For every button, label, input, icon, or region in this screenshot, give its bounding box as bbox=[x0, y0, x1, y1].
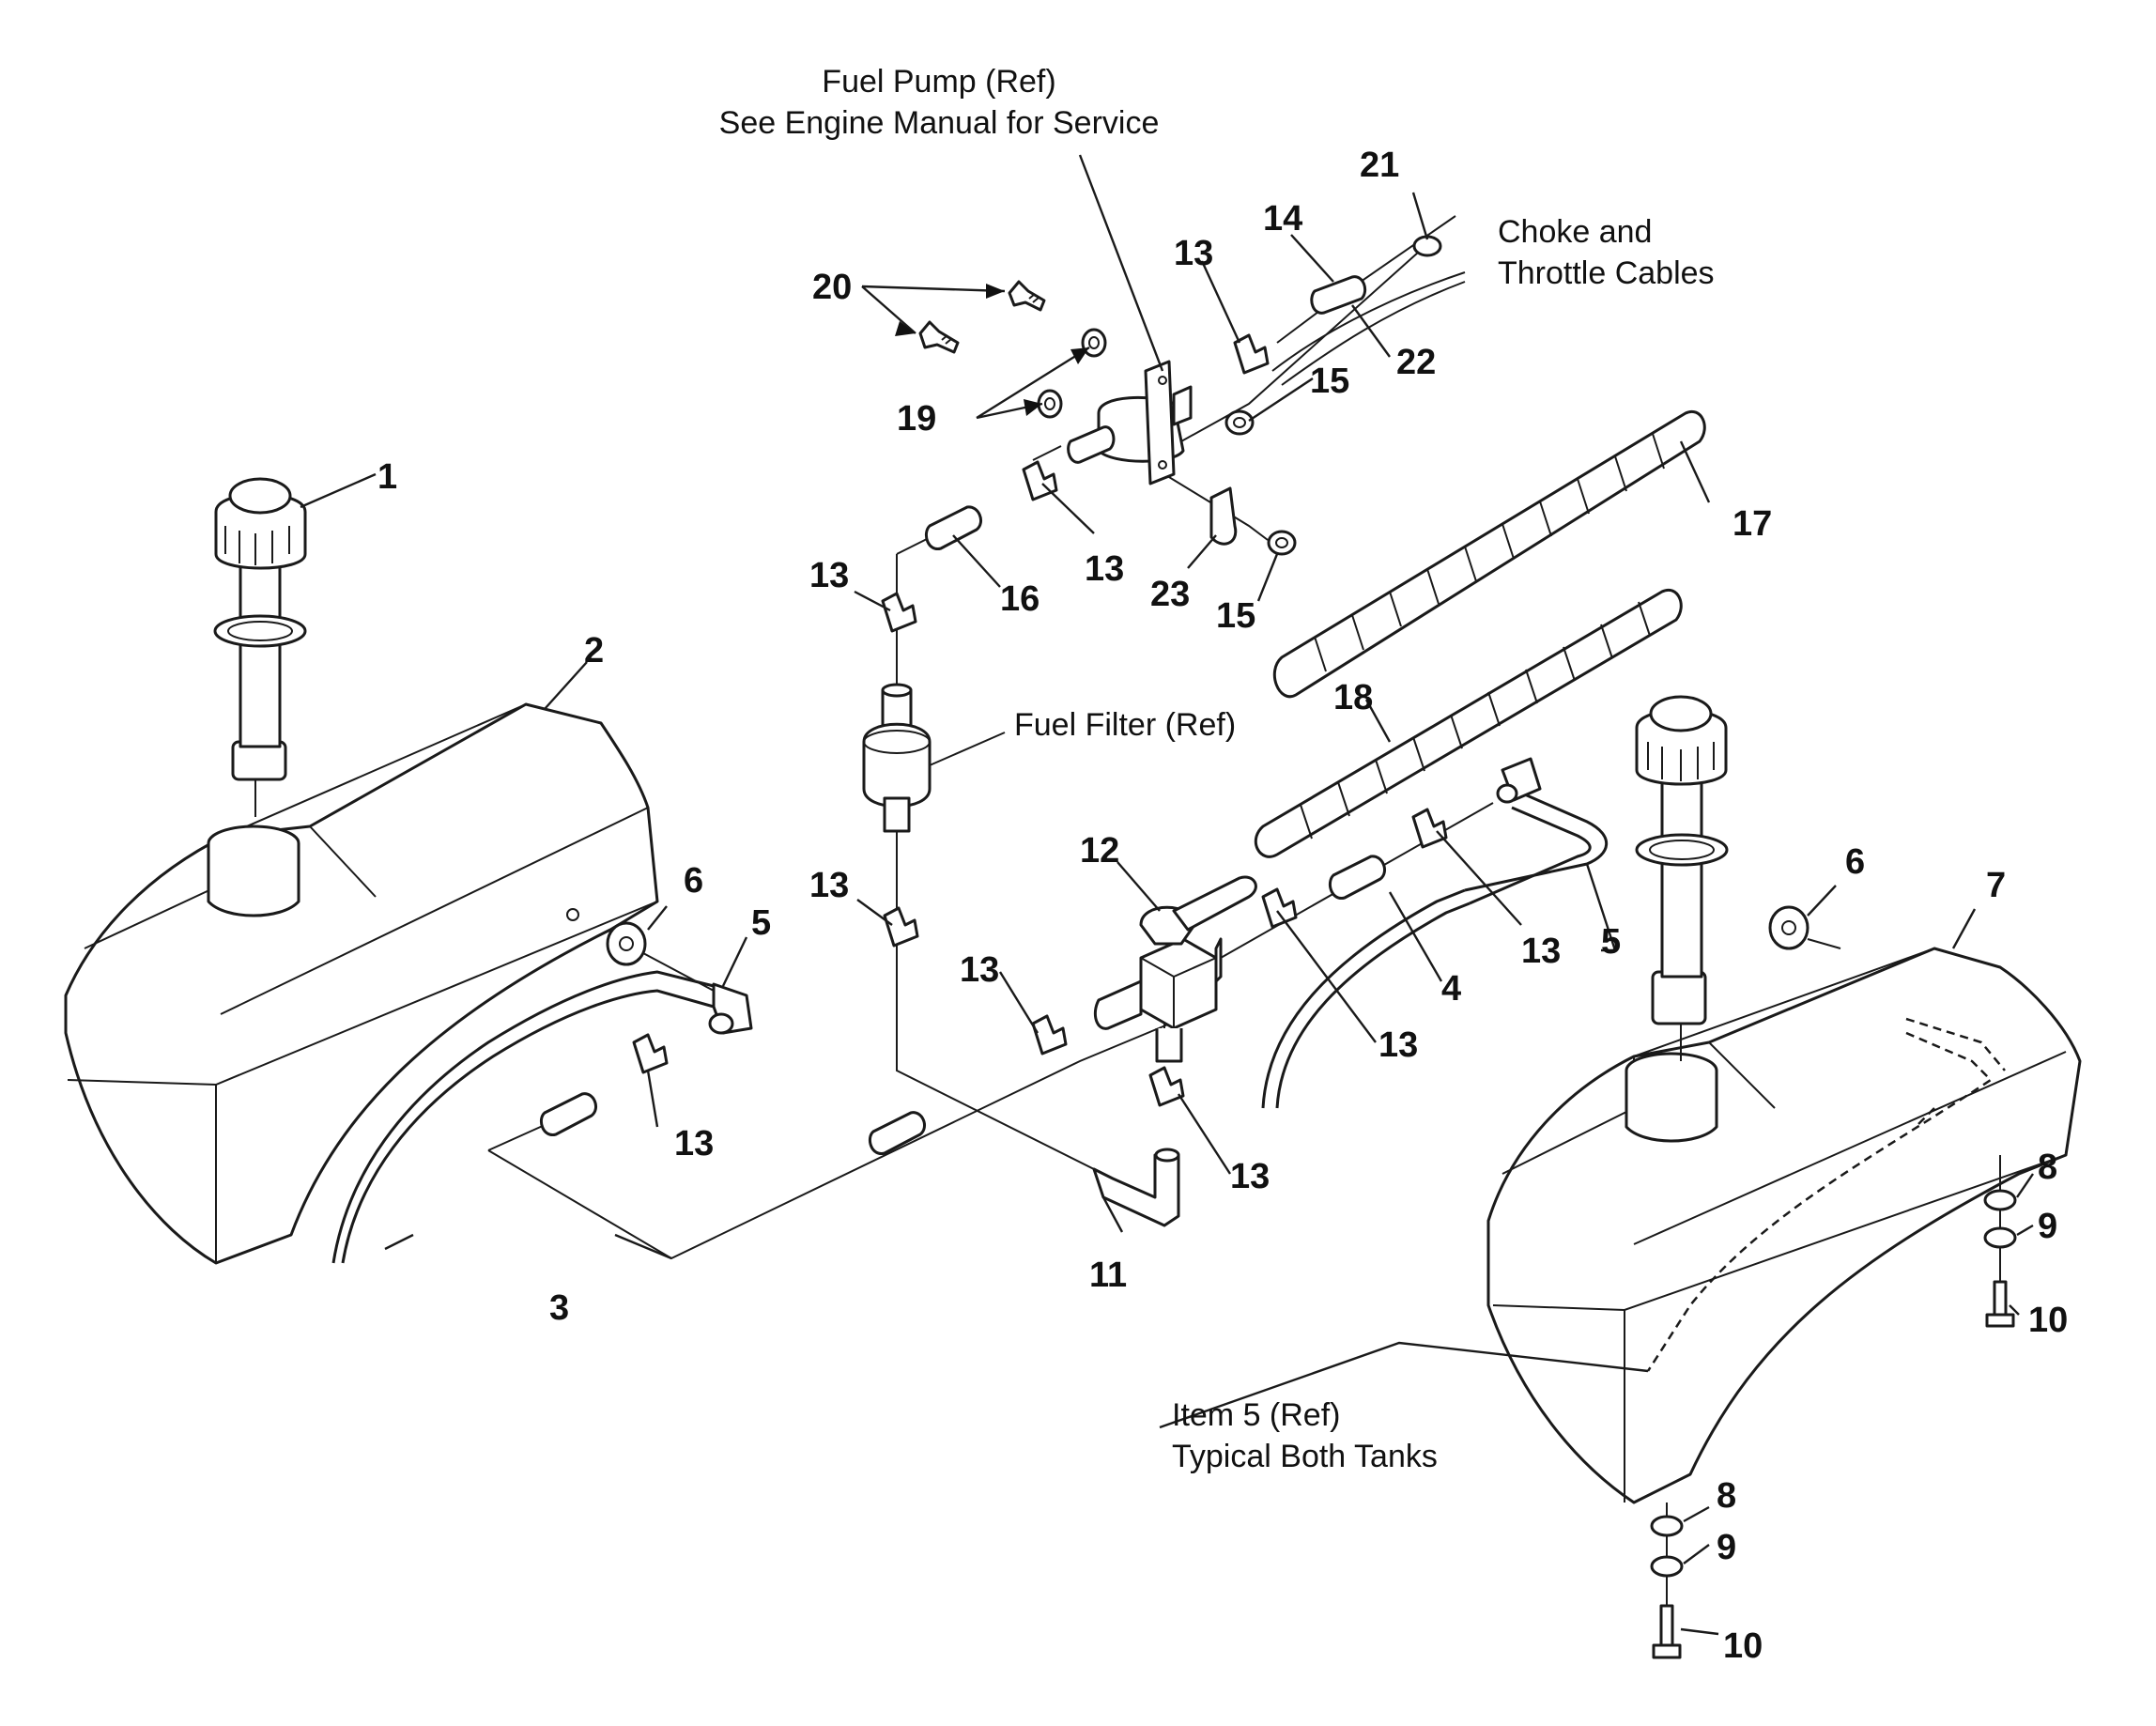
hose-segment-left bbox=[540, 1092, 597, 1136]
callout-12: 12 bbox=[1080, 831, 1119, 871]
leader-arrowheads bbox=[895, 284, 1089, 416]
tank-mount-hardware-upper bbox=[1983, 1155, 2017, 1328]
callout-13-g: 13 bbox=[1521, 932, 1561, 971]
fuel-pump-note-line2: See Engine Manual for Service bbox=[719, 105, 1160, 141]
tank-mount-hardware-lower bbox=[1650, 1503, 1684, 1659]
elbow-fitting bbox=[1092, 1148, 1180, 1227]
grommet-left bbox=[606, 921, 715, 992]
item5-note-line1: Item 5 (Ref) bbox=[1172, 1397, 1340, 1433]
spiral-wrap-18 bbox=[1254, 588, 1683, 858]
hose-segment-4 bbox=[1329, 855, 1386, 900]
screw-lower bbox=[918, 320, 960, 354]
fuel-filter-note: Fuel Filter (Ref) bbox=[1014, 707, 1236, 743]
callout-14: 14 bbox=[1263, 199, 1302, 239]
callout-13-c: 13 bbox=[960, 950, 999, 990]
callout-18: 18 bbox=[1333, 678, 1373, 717]
hose-segment-center bbox=[869, 1111, 926, 1155]
hose-clamp-a bbox=[881, 592, 917, 633]
right-filler-neck-and-cap bbox=[1635, 695, 1729, 1061]
callout-10-upper: 10 bbox=[2028, 1301, 2068, 1340]
callout-13-d: 13 bbox=[1230, 1157, 1270, 1196]
callout-7: 7 bbox=[1986, 866, 2006, 905]
right-tank-pickup-hose bbox=[1261, 757, 1609, 1109]
callout-13-e: 13 bbox=[674, 1124, 714, 1164]
choke-cables-note-line2: Throttle Cables bbox=[1498, 255, 1715, 291]
callout-13-b: 13 bbox=[809, 866, 849, 905]
hose-clamp-g bbox=[1411, 808, 1448, 849]
callout-numbers: 1 2 3 4 5 5 6 6 7 8 9 10 8 9 10 11 12 13… bbox=[377, 146, 2068, 1666]
callout-11: 11 bbox=[1089, 1256, 1127, 1295]
grommet-right bbox=[1768, 905, 1841, 950]
left-tank-pickup-hose bbox=[331, 970, 753, 1264]
callout-13-i: 13 bbox=[1085, 549, 1124, 589]
screw-upper bbox=[1008, 280, 1046, 312]
callout-16: 16 bbox=[1000, 579, 1040, 619]
callout-9-upper: 9 bbox=[2038, 1207, 2057, 1246]
p-clamp bbox=[1209, 486, 1238, 546]
hose-clamp-b bbox=[883, 906, 919, 948]
fuel-filter bbox=[862, 683, 1006, 833]
callout-15-upper: 15 bbox=[1310, 362, 1349, 401]
shutoff-valve bbox=[1093, 875, 1257, 1063]
callout-13-f: 13 bbox=[1378, 1025, 1418, 1065]
fuel-pump bbox=[1067, 360, 1193, 485]
callout-9-lower: 9 bbox=[1717, 1528, 1736, 1567]
callout-3: 3 bbox=[549, 1288, 569, 1328]
guide-bracket-14 bbox=[1310, 275, 1367, 315]
spiral-wrap-17 bbox=[1272, 409, 1706, 699]
callout-8-upper: 8 bbox=[2038, 1148, 2057, 1187]
callout-8-lower: 8 bbox=[1717, 1476, 1736, 1516]
choke-throttle-cables bbox=[1271, 271, 1466, 386]
hose-clamp-i bbox=[1233, 333, 1270, 375]
item5-note-line2: Typical Both Tanks bbox=[1172, 1439, 1438, 1474]
lock-nut-upper bbox=[1224, 409, 1255, 436]
callout-13-h: 13 bbox=[1174, 234, 1213, 273]
callout-15-lower: 15 bbox=[1216, 596, 1255, 636]
callout-21: 21 bbox=[1360, 146, 1399, 185]
callout-17: 17 bbox=[1732, 504, 1772, 544]
callout-10-lower: 10 bbox=[1723, 1626, 1763, 1666]
hose-segment-16 bbox=[925, 505, 982, 550]
callout-5-right: 5 bbox=[1601, 922, 1621, 962]
callout-4: 4 bbox=[1441, 969, 1461, 1009]
lock-nut-lower bbox=[1267, 530, 1297, 556]
left-filler-neck-and-cap bbox=[213, 477, 307, 817]
hose-clamp-f bbox=[1261, 887, 1298, 929]
callout-19: 19 bbox=[897, 399, 936, 439]
hose-clamp-e bbox=[1148, 1066, 1185, 1107]
hose-clamp-c bbox=[632, 1033, 669, 1074]
callout-13-a: 13 bbox=[809, 556, 849, 595]
hose-clamp-d bbox=[1031, 1014, 1068, 1056]
callout-23: 23 bbox=[1150, 575, 1190, 614]
leader-lines bbox=[300, 154, 2034, 1636]
callout-6-right: 6 bbox=[1845, 842, 1865, 882]
callout-22: 22 bbox=[1396, 343, 1436, 382]
callout-1-left: 1 bbox=[377, 457, 397, 497]
fuel-pump-note-line1: Fuel Pump (Ref) bbox=[822, 64, 1055, 100]
left-fuel-tank bbox=[64, 702, 659, 1265]
callout-2: 2 bbox=[584, 631, 604, 670]
callout-20: 20 bbox=[812, 268, 852, 307]
callout-6-left: 6 bbox=[684, 861, 703, 901]
callout-5-left: 5 bbox=[751, 903, 771, 943]
choke-cables-note-line1: Choke and bbox=[1498, 214, 1652, 250]
right-fuel-tank bbox=[1486, 947, 2082, 1504]
